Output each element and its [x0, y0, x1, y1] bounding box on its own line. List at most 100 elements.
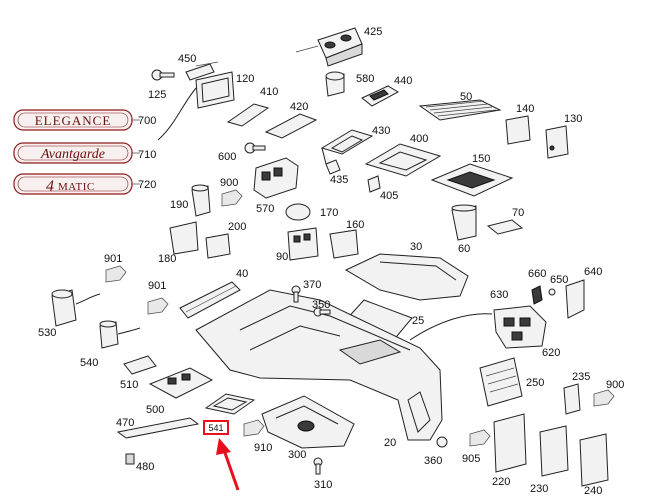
callout-650: 650: [550, 274, 568, 286]
callout-420: 420: [290, 101, 308, 113]
part-500-switch-block: [148, 367, 214, 399]
badge-avantgarde: Avantgarde: [13, 142, 133, 164]
part-430-frame: [320, 129, 374, 167]
part-450-trim-strip: [185, 61, 219, 81]
callout-425: 425: [364, 26, 382, 38]
callout-410: 410: [260, 86, 278, 98]
part-350-screw: [313, 307, 331, 317]
callout-580: 580: [356, 73, 374, 85]
callout-620: 620: [542, 347, 560, 359]
callout-90: 90: [276, 251, 288, 263]
highlighted-callout-label: 541: [208, 423, 223, 433]
part-250-vent: [479, 357, 523, 407]
part-660-switch: [531, 285, 543, 305]
callout-360: 360: [424, 455, 442, 467]
part-910-connector: [243, 419, 265, 437]
part-540-socket: [99, 320, 141, 349]
callout-25: 25: [412, 315, 424, 327]
callout-220: 220: [492, 476, 510, 488]
callout-720: 720: [138, 179, 156, 191]
callout-710: 710: [138, 149, 156, 161]
part-235-bracket: [563, 383, 581, 415]
callout-900b: 900: [606, 379, 624, 391]
part-200-box: [205, 233, 231, 259]
part-140-box: [505, 115, 531, 145]
part-640-cover: [565, 279, 585, 319]
part-440-cover: [361, 85, 400, 107]
callout-435: 435: [330, 174, 348, 186]
callout-40: 40: [236, 268, 248, 280]
part-240-panel: [579, 433, 609, 487]
part-50-tambour-cover: [418, 99, 502, 121]
callout-440: 440: [394, 75, 412, 87]
callout-600: 600: [218, 151, 236, 163]
callout-905: 905: [462, 453, 480, 465]
part-510-tray: [123, 355, 157, 375]
callout-405: 405: [380, 190, 398, 202]
highlighted-callout-541[interactable]: 541: [203, 420, 229, 435]
callout-450: 450: [178, 53, 196, 65]
callout-370: 370: [303, 279, 321, 291]
callout-660: 660: [528, 268, 546, 280]
part-300-shifter: [261, 395, 355, 449]
callout-900a: 900: [220, 177, 238, 189]
callout-240: 240: [584, 485, 602, 497]
callout-901b: 901: [148, 280, 166, 292]
part-620-rear-unit: [493, 305, 547, 349]
callout-350: 350: [312, 299, 330, 311]
callout-labels: 425 450 120 125 580 440 410 420 50 140 1…: [38, 26, 624, 497]
part-600-screw: [244, 142, 266, 154]
callout-530: 530: [38, 327, 56, 339]
part-425-cupholder-top: [295, 27, 363, 67]
callout-310: 310: [314, 479, 332, 491]
callout-190: 190: [170, 199, 188, 211]
part-650-clip: [548, 288, 556, 296]
part-20-console-body: [195, 289, 443, 441]
part-40-rail: [179, 281, 241, 319]
part-170-knob: [285, 203, 311, 221]
callout-60: 60: [458, 243, 470, 255]
part-30-armrest: [344, 253, 469, 301]
callout-125: 125: [148, 89, 166, 101]
badge-elegance: ELEGANCE: [13, 109, 133, 131]
part-480-clip: [125, 453, 135, 465]
callout-170: 170: [320, 207, 338, 219]
part-470-strip: [116, 417, 200, 439]
part-130-bracket: [545, 125, 569, 159]
red-arrow-icon: [216, 438, 240, 491]
callout-70: 70: [512, 207, 524, 219]
callout-910: 910: [254, 442, 272, 454]
part-190-sensor: [191, 184, 211, 217]
part-220-lower-panel: [493, 413, 527, 473]
part-180-connector: [169, 221, 199, 255]
callout-640: 640: [584, 266, 602, 278]
callout-180: 180: [158, 253, 176, 265]
callout-700: 700: [138, 115, 156, 127]
callout-300: 300: [288, 449, 306, 461]
part-410-mat: [226, 103, 270, 127]
part-530-socket: [51, 289, 101, 327]
part-125-screw: [151, 69, 175, 81]
part-160-bracket: [329, 229, 359, 259]
callout-140: 140: [516, 103, 534, 115]
callout-20: 20: [384, 437, 396, 449]
part-310-screw: [313, 457, 323, 475]
callout-30: 30: [410, 241, 422, 253]
callout-901a: 901: [104, 253, 122, 265]
callout-400: 400: [410, 133, 428, 145]
callout-500: 500: [146, 404, 164, 416]
callout-470: 470: [116, 417, 134, 429]
part-60-holder: [451, 204, 477, 241]
badge-4matic-digit: 4: [46, 178, 54, 195]
part-435-clip: [325, 159, 341, 175]
callout-480: 480: [136, 461, 154, 473]
part-360-nut: [436, 436, 448, 448]
part-901-connector-b: [147, 297, 169, 315]
part-400-frame: [364, 143, 442, 177]
callout-160: 160: [346, 219, 364, 231]
callout-50: 50: [460, 91, 472, 103]
badge-elegance-text: ELEGANCE: [35, 113, 112, 128]
callout-510: 510: [120, 379, 138, 391]
badge-avantgarde-text: Avantgarde: [40, 147, 105, 162]
